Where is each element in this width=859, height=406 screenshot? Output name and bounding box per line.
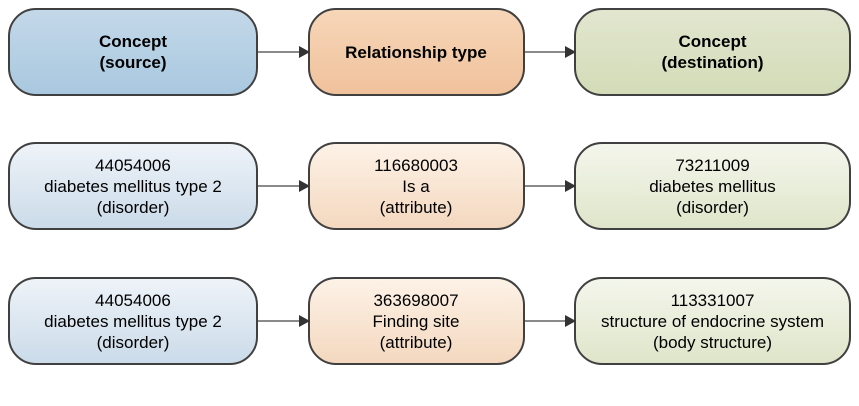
arrow-right-connector: [258, 46, 309, 58]
node-relationship-type: 363698007 Finding site (attribute): [307, 277, 525, 365]
concept-semantic-tag: (disorder): [96, 332, 170, 352]
concept-id: 73211009: [675, 155, 750, 175]
diagram-row-finding-site: 44054006 diabetes mellitus type 2 (disor…: [8, 277, 851, 365]
node-source-concept: 44054006 diabetes mellitus type 2 (disor…: [8, 277, 258, 365]
concept-term: Is a: [402, 176, 430, 196]
diagram-row-header: Concept (source) Relationship type Conce…: [8, 8, 851, 96]
concept-id: 363698007: [373, 290, 459, 310]
node-destination-concept: 113331007 structure of endocrine system …: [574, 277, 851, 365]
concept-semantic-tag: (attribute): [379, 197, 453, 217]
arrow-right-connector: [524, 315, 576, 327]
concept-id: 44054006: [95, 155, 171, 175]
concept-semantic-tag: (attribute): [379, 332, 453, 352]
node-line: (source): [99, 53, 167, 72]
concept-term: diabetes mellitus type 2: [44, 311, 222, 331]
concept-term: structure of endocrine system: [601, 311, 824, 331]
node-line: Relationship type: [345, 42, 487, 62]
node-line: Concept: [99, 32, 167, 51]
node-relationship-type-header: Relationship type: [307, 8, 525, 96]
concept-term: diabetes mellitus: [649, 176, 776, 196]
node-concept-destination-header: Concept (destination): [574, 8, 851, 96]
arrow-right-connector: [258, 180, 309, 192]
node-relationship-type: 116680003 Is a (attribute): [307, 142, 525, 230]
concept-semantic-tag: (body structure): [652, 332, 773, 352]
node-line: Concept: [678, 32, 747, 51]
concept-semantic-tag: (disorder): [96, 197, 170, 217]
node-line: (destination): [661, 53, 764, 72]
concept-id: 116680003: [374, 155, 458, 175]
node-source-concept: 44054006 diabetes mellitus type 2 (disor…: [8, 142, 258, 230]
diagram-row-isa: 44054006 diabetes mellitus type 2 (disor…: [8, 142, 851, 230]
node-destination-concept: 73211009 diabetes mellitus (disorder): [574, 142, 851, 230]
concept-id: 44054006: [95, 290, 171, 310]
concept-id: 113331007: [670, 290, 755, 310]
concept-term: diabetes mellitus type 2: [44, 176, 222, 196]
concept-semantic-tag: (disorder): [676, 197, 749, 217]
concept-term: Finding site: [372, 311, 460, 331]
arrow-right-connector: [524, 180, 576, 192]
node-concept-source-header: Concept (source): [8, 8, 258, 96]
arrow-right-connector: [258, 315, 309, 327]
arrow-right-connector: [524, 46, 576, 58]
